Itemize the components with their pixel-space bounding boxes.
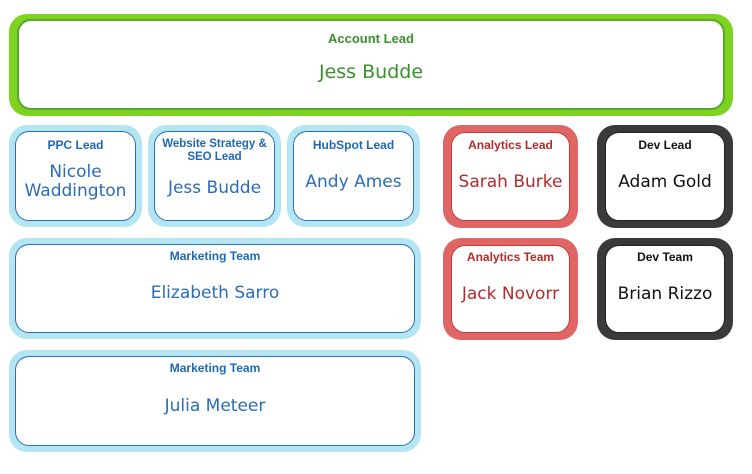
analytics-lead-card: Analytics Lead Sarah Burke bbox=[443, 125, 578, 228]
dev-lead-card: Dev Lead Adam Gold bbox=[597, 125, 733, 228]
account-lead-name: Jess Budde bbox=[318, 61, 424, 83]
analytics-lead-name: Sarah Burke bbox=[458, 171, 563, 192]
marketing-team-name-1: Elizabeth Sarro bbox=[150, 283, 280, 303]
ppc-lead-role: PPC Lead bbox=[47, 138, 104, 152]
analytics-team-card: Analytics Team Jack Novorr bbox=[443, 238, 578, 340]
website-seo-lead-name: Jess Budde bbox=[167, 177, 262, 198]
marketing-team-role-1: Marketing Team bbox=[169, 249, 261, 263]
dev-team-role: Dev Team bbox=[637, 250, 693, 264]
dev-team-name: Brian Rizzo bbox=[617, 283, 713, 304]
hubspot-lead-role: HubSpot Lead bbox=[312, 138, 395, 152]
dev-lead-role: Dev Lead bbox=[638, 138, 692, 152]
ppc-lead-card: PPC Lead Nicole Waddington bbox=[9, 125, 142, 227]
hubspot-lead-card: HubSpot Lead Andy Ames bbox=[287, 125, 420, 227]
account-lead-role: Account Lead bbox=[328, 31, 414, 46]
hubspot-lead-name: Andy Ames bbox=[305, 171, 402, 192]
analytics-team-name: Jack Novorr bbox=[461, 283, 560, 304]
account-lead-card: Account Lead Jess Budde bbox=[9, 14, 733, 116]
website-seo-lead-card: Website Strategy & SEO Lead Jess Budde bbox=[148, 125, 281, 227]
analytics-lead-role: Analytics Lead bbox=[468, 138, 553, 152]
dev-lead-name: Adam Gold bbox=[618, 171, 712, 192]
ppc-lead-name: Nicole Waddington bbox=[24, 162, 127, 201]
dev-team-card: Dev Team Brian Rizzo bbox=[597, 238, 733, 340]
marketing-team-name-2: Julia Meteer bbox=[164, 395, 266, 416]
website-seo-lead-role: Website Strategy & SEO Lead bbox=[162, 138, 267, 163]
marketing-team-role-2: Marketing Team bbox=[169, 361, 261, 375]
marketing-team-card-2: Marketing Team Julia Meteer bbox=[9, 350, 421, 452]
analytics-team-role: Analytics Team bbox=[466, 250, 555, 264]
marketing-team-card-1: Marketing Team Elizabeth Sarro bbox=[9, 238, 421, 339]
